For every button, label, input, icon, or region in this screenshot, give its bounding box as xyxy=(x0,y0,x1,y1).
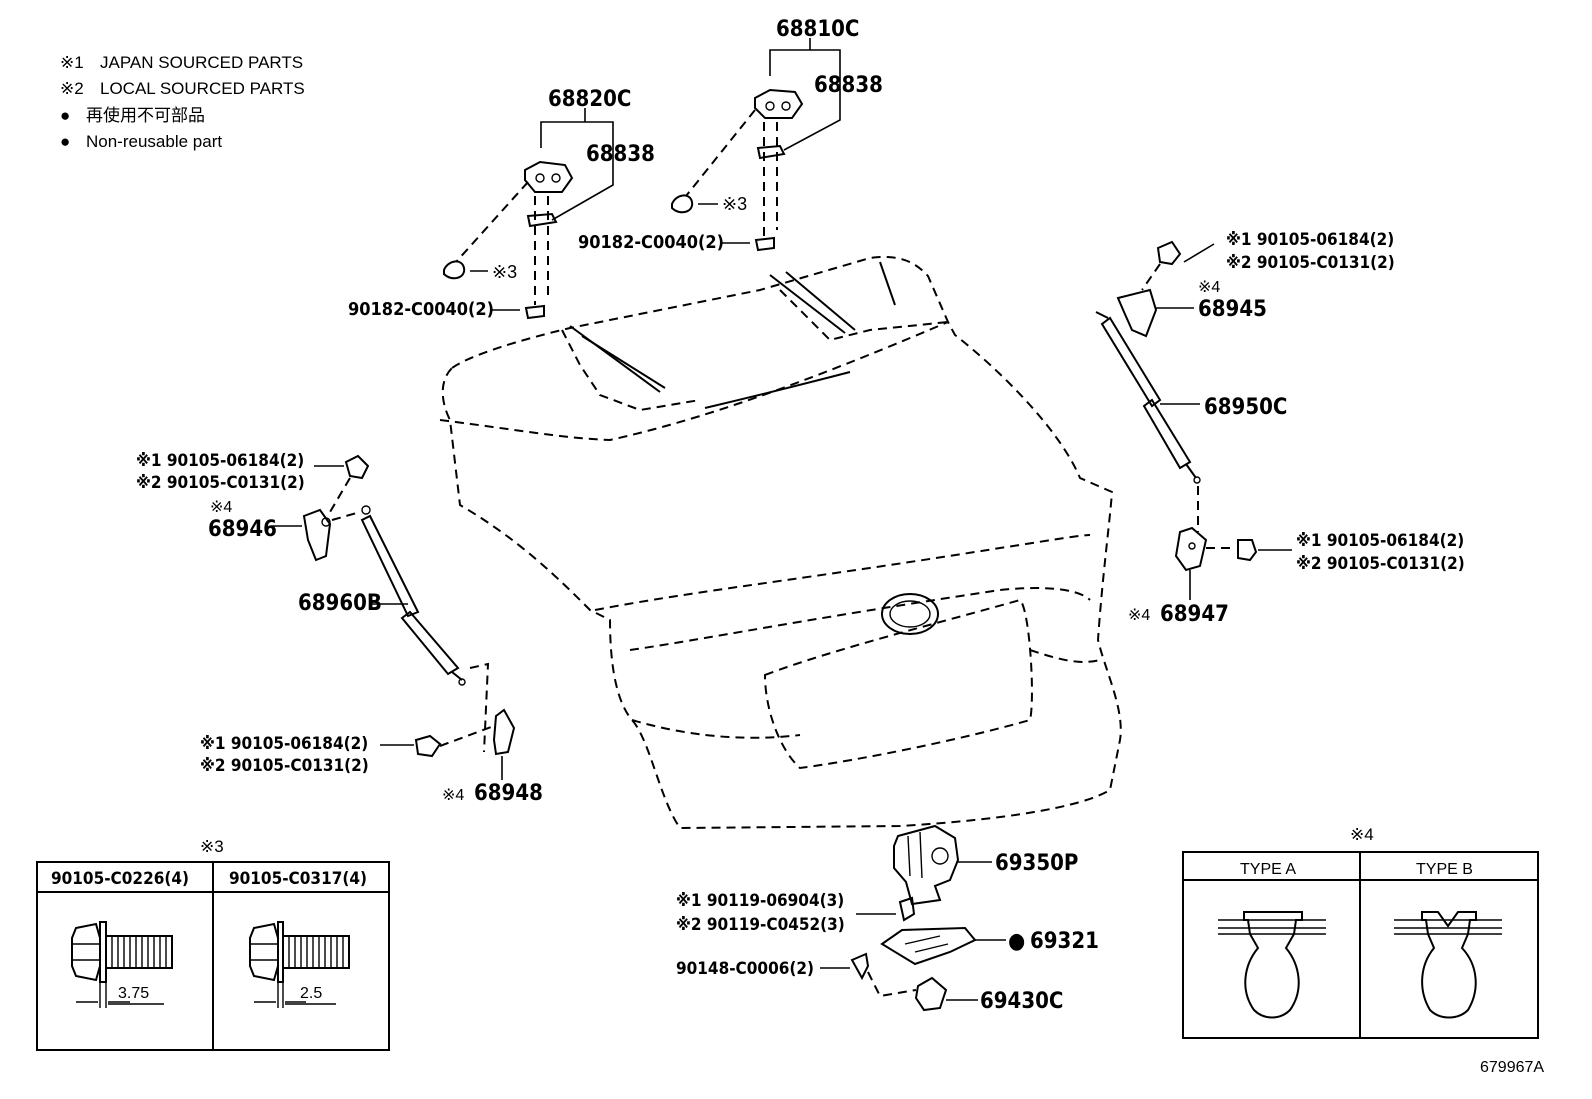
type-table-note: ※4 xyxy=(1350,825,1374,844)
type-b-clip-drawing xyxy=(1394,911,1502,1019)
hinge-left-nut xyxy=(524,304,545,320)
label-68947: 68947 xyxy=(1160,602,1229,627)
label-bolt-r-2: ※2 90105-C0131(2) xyxy=(1296,554,1465,574)
label-bolt-ul-1: ※1 90105-06184(2) xyxy=(136,451,304,471)
bracket-68948 xyxy=(492,708,516,756)
label-lock-screw-1: ※1 90119-06904(3) xyxy=(676,891,844,911)
hinge-left-group xyxy=(443,108,614,320)
hinge-right xyxy=(754,88,804,119)
bracket-68945 xyxy=(1116,288,1158,338)
gas-stay-right xyxy=(1095,311,1201,484)
label-bolt-ur-1: ※1 90105-06184(2) xyxy=(1226,230,1394,250)
clip-screw xyxy=(850,952,870,981)
label-bolt-ll-1: ※1 90105-06184(2) xyxy=(200,734,368,754)
hinge-right-nut xyxy=(754,236,775,252)
hinge-left-plate xyxy=(526,212,558,228)
label-69430c: 69430C xyxy=(980,989,1063,1014)
label-bolt-r-1: ※1 90105-06184(2) xyxy=(1296,531,1464,551)
bracket-right-group xyxy=(1174,526,1292,600)
switch-69430c xyxy=(914,976,948,1012)
legend-text-3: 再使用不可部品 xyxy=(86,105,205,125)
lock-screw xyxy=(898,896,916,922)
hinge-right-group xyxy=(671,38,841,252)
label-68945: 68945 xyxy=(1198,297,1267,322)
label-note3-right: ※3 xyxy=(722,194,747,214)
svg-text:※1: ※1 xyxy=(60,53,84,72)
legend-mark-3: ● xyxy=(60,106,70,125)
hinge-left-bolt xyxy=(443,260,466,280)
legend-text-1: JAPAN SOURCED PARTS xyxy=(100,53,303,72)
label-bolt-ur-2: ※2 90105-C0131(2) xyxy=(1226,253,1395,273)
label-90148: 90148-C0006(2) xyxy=(676,959,814,979)
label-bolt-ll-2: ※2 90105-C0131(2) xyxy=(200,756,369,776)
bolt-dim-2: 2.5 xyxy=(300,985,322,1002)
label-68838-left: 68838 xyxy=(586,142,655,167)
label-bracket-ll-mark: ※4 xyxy=(442,787,464,804)
legend-mark-4: ● xyxy=(60,132,70,151)
label-cover-mark: ● xyxy=(1008,929,1025,954)
label-69321: 69321 xyxy=(1030,929,1099,954)
bolt-upper-left xyxy=(344,454,370,480)
lock-group xyxy=(820,824,1006,1012)
bolt-upper-right xyxy=(1156,240,1182,266)
label-68810c: 68810C xyxy=(776,17,859,42)
label-note3-left: ※3 xyxy=(492,262,517,282)
label-90182-left: 90182-C0040(2) xyxy=(348,299,494,320)
bracket-68946 xyxy=(302,508,332,562)
label-68948: 68948 xyxy=(474,781,543,806)
label-68838-right: 68838 xyxy=(814,73,883,98)
stay-right-group xyxy=(1095,240,1215,532)
bolt-lower-left xyxy=(414,734,442,758)
bolt-drawing-2 xyxy=(249,921,350,1008)
hinge-right-plate xyxy=(756,144,786,160)
label-68946: 68946 xyxy=(208,517,277,542)
bolt-table-note: ※3 xyxy=(200,837,224,856)
type-table: ※4 TYPE A TYPE B xyxy=(1182,825,1539,1039)
hinge-right-bolt xyxy=(671,194,694,214)
label-bracket-ul-mark: ※4 xyxy=(210,499,232,516)
label-bracket-ur-mark: ※4 xyxy=(1198,279,1220,296)
bolt-table: ※3 90105-C0226(4) 90105-C0317(4) 3.75 xyxy=(36,837,390,1051)
bolt-right xyxy=(1237,539,1258,562)
lock-69350p xyxy=(893,824,960,906)
stay-left-group xyxy=(272,454,490,753)
legend: ※1 JAPAN SOURCED PARTS ※2 LOCAL SOURCED … xyxy=(60,53,305,151)
legend-text-4: Non-reusable part xyxy=(86,132,222,151)
legend-mark-2: ※2 xyxy=(60,79,84,98)
bolt-table-header-1: 90105-C0226(4) xyxy=(51,869,189,889)
document-id: 679967A xyxy=(1480,1059,1544,1076)
bolt-table-header-2: 90105-C0317(4) xyxy=(229,869,367,889)
type-table-header-b: TYPE B xyxy=(1416,861,1473,878)
label-68950c: 68950C xyxy=(1204,395,1287,420)
gas-stay-left xyxy=(360,505,466,686)
legend-mark-1: ※1 xyxy=(60,53,84,72)
label-bracket-r-mark: ※4 xyxy=(1128,607,1150,624)
label-lock-screw-2: ※2 90119-C0452(3) xyxy=(676,915,845,935)
type-table-header-a: TYPE A xyxy=(1240,861,1296,878)
label-bolt-ul-2: ※2 90105-C0131(2) xyxy=(136,473,305,493)
cover-69321 xyxy=(880,926,977,966)
bracket-68947 xyxy=(1174,526,1208,572)
bolt-drawing-1 xyxy=(71,921,173,1008)
label-68820c: 68820C xyxy=(548,87,631,112)
label-90182-right: 90182-C0040(2) xyxy=(578,232,724,253)
label-69350p: 69350P xyxy=(995,851,1078,876)
bolt-dim-1: 3.75 xyxy=(118,985,149,1002)
type-a-clip-drawing xyxy=(1218,911,1326,1019)
hinge-left xyxy=(524,160,574,193)
label-68960b: 68960B xyxy=(298,591,382,616)
bracket-lower-left-group xyxy=(380,708,516,780)
legend-text-2: LOCAL SOURCED PARTS xyxy=(100,79,305,98)
back-door-outline xyxy=(439,256,1122,830)
